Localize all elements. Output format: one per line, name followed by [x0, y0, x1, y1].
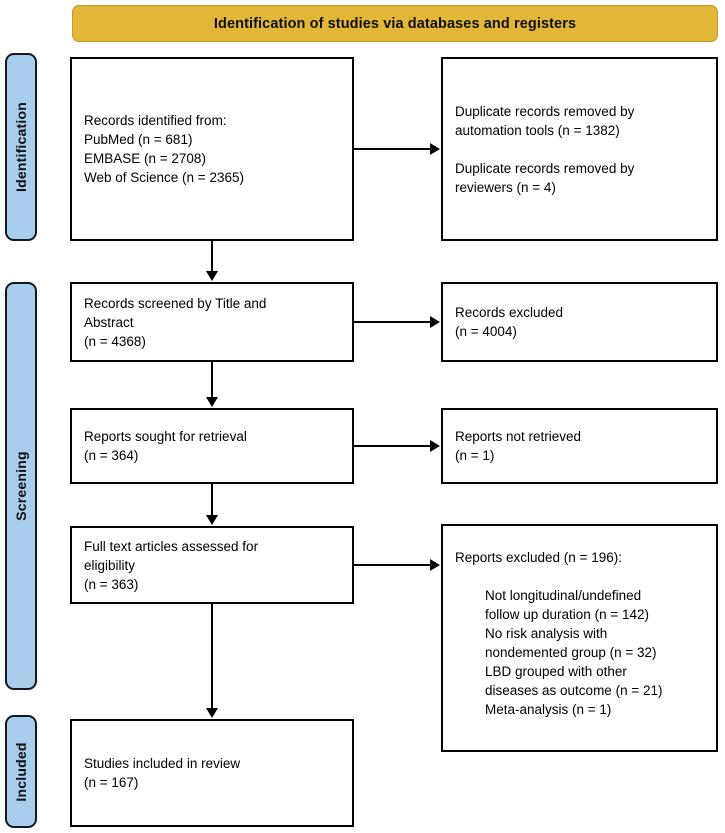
connector-line-fulltext-to-reports-excluded: [354, 564, 430, 566]
box-reports-not-retrieved: Reports not retrieved (n = 1): [441, 408, 718, 484]
stage-bar-identification: Identification: [5, 53, 37, 241]
stage-label-screening: Screening: [13, 451, 29, 521]
arrow-right-icon-to-reports-excluded: [430, 559, 440, 571]
box-fulltext-assessed-text: Full text articles assessed for eligibil…: [84, 538, 259, 592]
connector-line-sought-to-fulltext: [211, 484, 213, 515]
box-reports-sought-for-retrieval: Reports sought for retrieval (n = 364): [70, 408, 354, 484]
box-duplicate-records-removed: Duplicate records removed by automation …: [441, 57, 718, 241]
box-duplicate-records-removed-para2: Duplicate records removed by reviewers (…: [455, 160, 635, 195]
box-reports-sought-text: Reports sought for retrieval (n = 364): [84, 429, 247, 463]
box-records-screened: Records screened by Title and Abstract (…: [70, 282, 354, 362]
paragraph-spacer: [443, 140, 716, 159]
arrow-right-icon-to-excluded: [430, 316, 440, 328]
arrow-down-icon-to-sought: [206, 397, 218, 407]
connector-line-screened-to-excluded: [354, 321, 430, 323]
box-records-identified-text: Records identified from: PubMed (n = 681…: [84, 113, 244, 185]
box-records-excluded-text: Records excluded (n = 4004): [455, 305, 564, 339]
arrow-right-icon-to-not-retrieved: [430, 440, 440, 452]
diagram-title-banner: Identification of studies via databases …: [72, 5, 718, 42]
box-fulltext-articles-assessed: Full text articles assessed for eligibil…: [70, 526, 354, 604]
box-records-excluded: Records excluded (n = 4004): [441, 282, 718, 362]
connector-line-screened-to-sought: [211, 362, 213, 397]
box-records-identified: Records identified from: PubMed (n = 681…: [70, 57, 354, 241]
stage-label-included: Included: [13, 741, 29, 802]
arrow-down-icon-to-fulltext: [206, 515, 218, 525]
box-reports-excluded-heading: Reports excluded (n = 196):: [455, 550, 622, 565]
connector-line-identified-to-duplicates: [354, 148, 430, 150]
arrow-down-icon-to-screened: [206, 271, 218, 281]
connector-line-identified-to-screened: [211, 241, 213, 271]
stage-bar-screening: Screening: [5, 282, 37, 690]
arrow-down-icon-to-included: [206, 708, 218, 718]
box-studies-included-text: Studies included in review (n = 167): [84, 756, 241, 790]
arrow-right-icon-to-duplicates: [430, 143, 440, 155]
box-reports-excluded-reasons: Not longitudinal/undefined follow up dur…: [485, 588, 663, 717]
box-records-screened-text: Records screened by Title and Abstract (…: [84, 295, 267, 349]
box-duplicate-records-removed-para1: Duplicate records removed by automation …: [455, 103, 635, 138]
box-reports-not-retrieved-text: Reports not retrieved (n = 1): [455, 429, 582, 463]
box-reports-excluded-detailed: Reports excluded (n = 196): Not longitud…: [441, 524, 718, 752]
diagram-title-text: Identification of studies via databases …: [213, 15, 577, 32]
stage-label-identification: Identification: [13, 102, 29, 192]
box-studies-included-in-review: Studies included in review (n = 167): [70, 719, 354, 827]
connector-line-fulltext-to-included: [211, 604, 213, 708]
connector-line-sought-to-not-retrieved: [354, 445, 430, 447]
stage-bar-included: Included: [5, 715, 37, 828]
